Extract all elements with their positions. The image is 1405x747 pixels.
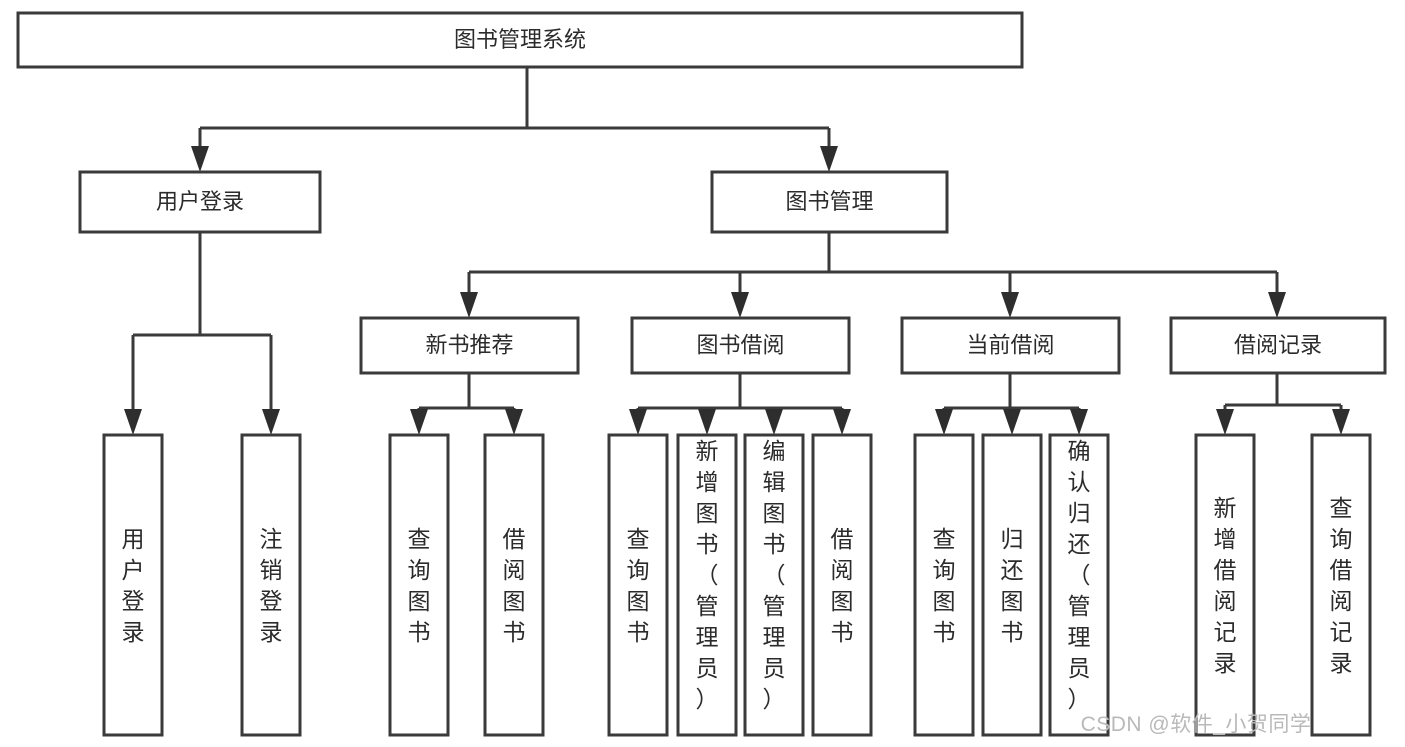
leaf-label-leaf-query-borrow-record: 查询借阅记录 [1330, 495, 1353, 676]
arrow-head-icon [460, 292, 478, 318]
leaf-leaf-query-book-recommend[interactable]: 查询图书 [388, 433, 450, 737]
leaf-leaf-query-book-current[interactable]: 查询图书 [913, 433, 975, 737]
node-book-borrow[interactable]: 图书借阅 [630, 316, 851, 375]
leaf-box-leaf-user-login[interactable] [102, 433, 164, 737]
arrow-head-icon [1332, 409, 1350, 435]
connector-root-to-level2 [191, 67, 838, 172]
node-book-management[interactable]: 图书管理 [710, 170, 949, 234]
leaf-label-leaf-borrow-book-recommend: 借阅图书 [503, 526, 526, 645]
arrow-head-icon [765, 409, 783, 435]
node-current-borrow[interactable]: 当前借阅 [900, 316, 1121, 375]
leaf-box-leaf-edit-book[interactable] [743, 433, 805, 737]
arrow-head-icon [410, 409, 428, 435]
leaf-box-leaf-confirm-return[interactable] [1048, 433, 1110, 737]
leaf-box-leaf-query-book-borrow[interactable] [607, 433, 669, 737]
leaf-leaf-add-book[interactable]: 新增图书（管理员） [676, 433, 738, 737]
arrow-head-icon [833, 409, 851, 435]
node-box-new-book-recommend[interactable] [359, 316, 580, 375]
node-label-book-borrow: 图书借阅 [696, 332, 784, 357]
leaf-label-leaf-query-book-recommend: 查询图书 [408, 526, 431, 645]
leaf-leaf-add-borrow-record[interactable]: 新增借阅记录 [1194, 433, 1256, 737]
arrow-head-icon [262, 409, 280, 435]
leaf-leaf-borrow-book[interactable]: 借阅图书 [811, 433, 873, 737]
leaf-leaf-logout[interactable]: 注销登录 [240, 433, 302, 737]
connector-recommend-to-leaves [410, 373, 523, 435]
arrow-head-icon [191, 146, 209, 172]
leaf-label-leaf-logout: 注销登录 [260, 526, 283, 645]
node-user-login[interactable]: 用户登录 [78, 170, 322, 234]
connector-current-to-leaves [935, 373, 1088, 435]
arrow-head-icon [1001, 292, 1019, 318]
leaf-box-leaf-query-book-current[interactable] [913, 433, 975, 737]
arrow-head-icon [124, 409, 142, 435]
leaf-box-leaf-borrow-book-recommend[interactable] [483, 433, 545, 737]
arrow-head-icon [1216, 409, 1234, 435]
connector-record-to-leaves [1216, 373, 1350, 435]
leaf-box-leaf-add-book[interactable] [676, 433, 738, 737]
arrow-head-icon [1268, 292, 1286, 318]
arrow-head-icon [1003, 409, 1021, 435]
leaf-leaf-query-book-borrow[interactable]: 查询图书 [607, 433, 669, 737]
leaf-label-leaf-query-book-borrow: 查询图书 [627, 526, 650, 645]
leaf-leaf-borrow-book-recommend[interactable]: 借阅图书 [483, 433, 545, 737]
leaf-box-leaf-query-borrow-record[interactable] [1310, 433, 1372, 737]
node-label-user-login: 用户登录 [156, 189, 244, 214]
leaf-leaf-return-book[interactable]: 归还图书 [981, 433, 1043, 737]
csdn-watermark: CSDN @软件_小贺同学 [1081, 713, 1312, 736]
connector-borrow-to-leaves [629, 373, 851, 435]
leaf-label-leaf-return-book: 归还图书 [1001, 526, 1024, 645]
node-box-book-management[interactable] [710, 170, 949, 234]
arrow-head-icon [1070, 409, 1088, 435]
leaf-label-leaf-add-book: 新增图书（管理员） [696, 438, 719, 712]
connector-bookmanagement-to-level3 [460, 232, 1286, 318]
nodes-layer: 图书管理系统用户登录图书管理新书推荐图书借阅当前借阅借阅记录用户登录注销登录查询… [16, 11, 1387, 737]
node-label-new-book-recommend: 新书推荐 [425, 332, 513, 357]
node-box-user-login[interactable] [78, 170, 322, 234]
arrow-head-icon [629, 409, 647, 435]
arrow-head-icon [935, 409, 953, 435]
node-root[interactable]: 图书管理系统 [16, 11, 1024, 69]
leaf-leaf-query-borrow-record[interactable]: 查询借阅记录 [1310, 433, 1372, 737]
node-label-current-borrow: 当前借阅 [966, 332, 1054, 357]
leaf-leaf-confirm-return[interactable]: 确认归还（管理员） [1048, 433, 1110, 737]
leaf-label-leaf-edit-book: 编辑图书（管理员） [763, 438, 786, 712]
arrow-head-icon [731, 292, 749, 318]
node-box-root[interactable] [16, 11, 1024, 69]
watermark-layer: CSDN @软件_小贺同学 [1081, 713, 1312, 736]
leaf-leaf-user-login[interactable]: 用户登录 [102, 433, 164, 737]
node-box-book-borrow[interactable] [630, 316, 851, 375]
leaf-box-leaf-borrow-book[interactable] [811, 433, 873, 737]
node-label-borrow-record: 借阅记录 [1234, 332, 1322, 357]
node-box-borrow-record[interactable] [1169, 316, 1387, 375]
leaf-label-leaf-add-borrow-record: 新增借阅记录 [1214, 495, 1237, 676]
arrow-head-icon [698, 409, 716, 435]
leaf-box-leaf-return-book[interactable] [981, 433, 1043, 737]
node-label-root: 图书管理系统 [454, 27, 586, 52]
leaf-label-leaf-user-login: 用户登录 [122, 526, 145, 645]
arrow-head-icon [820, 146, 838, 172]
leaf-label-leaf-confirm-return: 确认归还（管理员） [1068, 438, 1091, 712]
connectors-layer [124, 67, 1350, 435]
node-box-current-borrow[interactable] [900, 316, 1121, 375]
node-label-book-management: 图书管理 [785, 189, 873, 214]
leaf-box-leaf-add-borrow-record[interactable] [1194, 433, 1256, 737]
arrow-head-icon [505, 409, 523, 435]
leaf-label-leaf-borrow-book: 借阅图书 [831, 526, 854, 645]
leaf-box-leaf-logout[interactable] [240, 433, 302, 737]
node-new-book-recommend[interactable]: 新书推荐 [359, 316, 580, 375]
leaf-label-leaf-query-book-current: 查询图书 [933, 526, 956, 645]
leaf-box-leaf-query-book-recommend[interactable] [388, 433, 450, 737]
connector-userlogin-to-leaves [124, 232, 280, 435]
node-borrow-record[interactable]: 借阅记录 [1169, 316, 1387, 375]
leaf-leaf-edit-book[interactable]: 编辑图书（管理员） [743, 433, 805, 737]
